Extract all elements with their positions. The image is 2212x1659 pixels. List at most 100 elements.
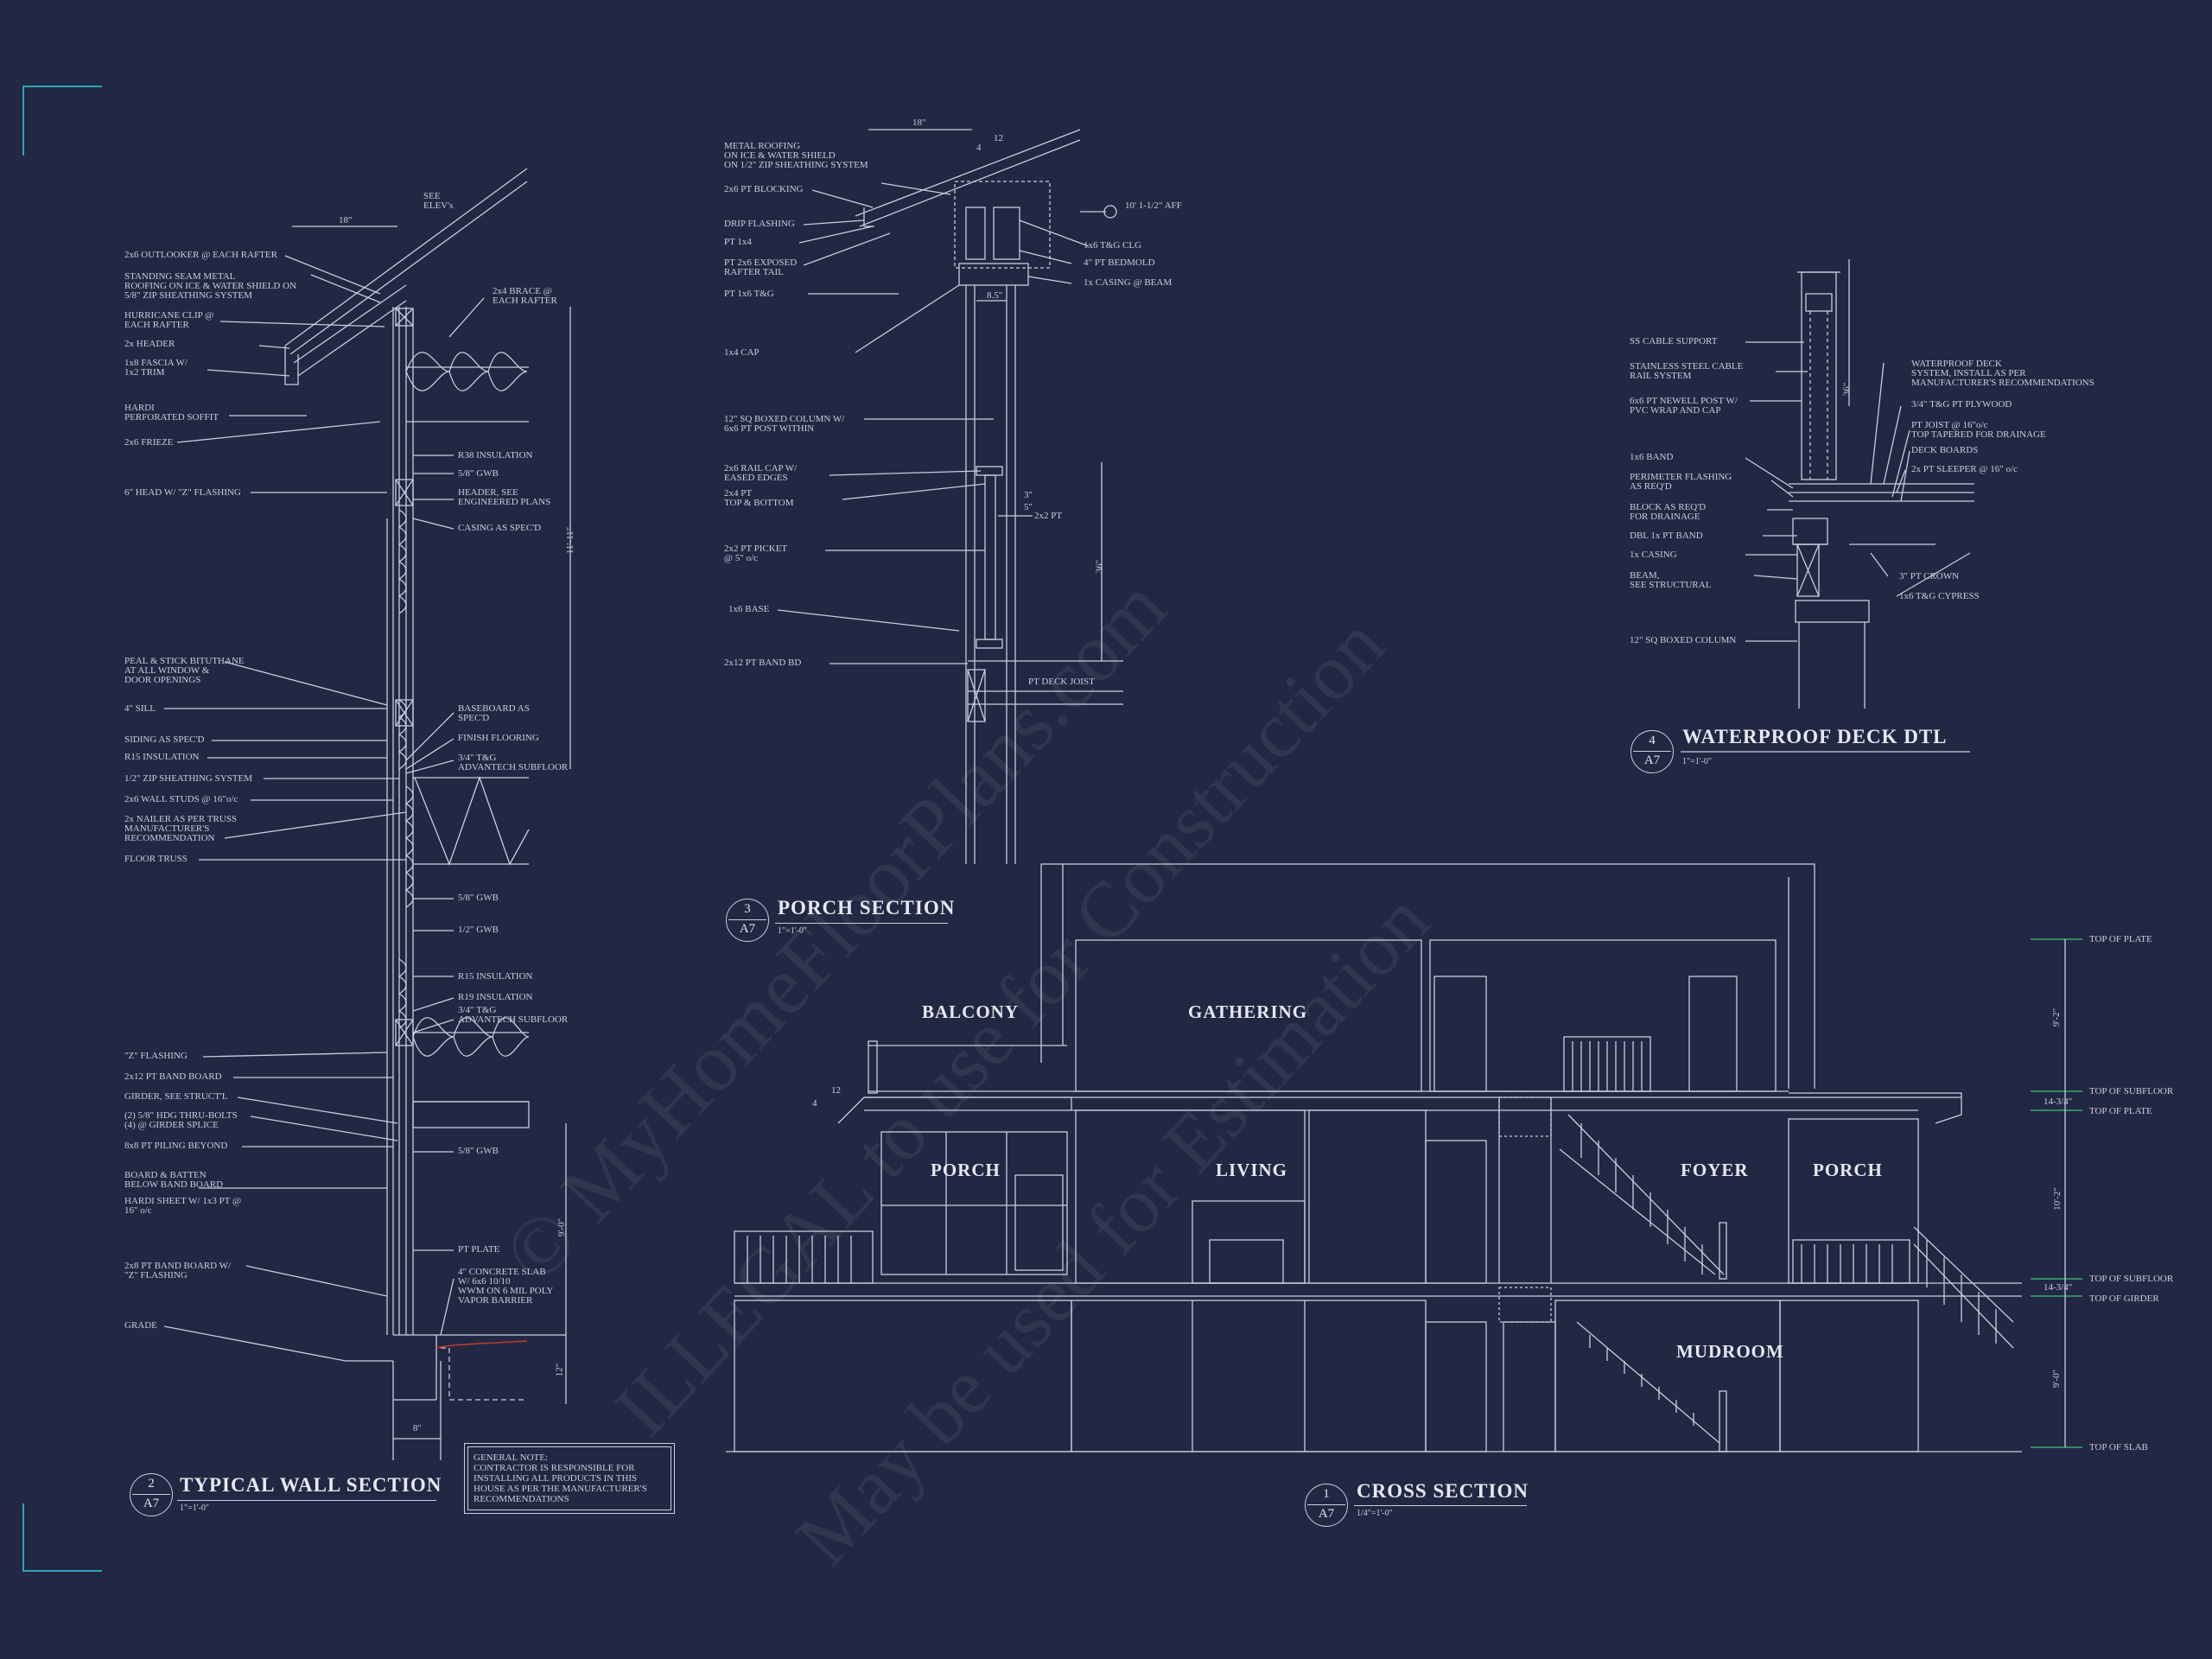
wall-label-z-flashing: "Z" FLASHING: [124, 1051, 188, 1061]
deck-detail-scale: 1"=1'-0": [1682, 757, 1712, 766]
porch-label-tg-clg: 1x6 T&G CLG: [1084, 240, 1142, 251]
cross-pitch-rise: 4: [812, 1098, 817, 1109]
deck-detail-bubble-divider: [1633, 751, 1671, 752]
wall-label-header-engineered: HEADER, SEE ENGINEERED PLANS: [458, 487, 551, 507]
wall-label-zip-sheathing: 1/2" ZIP SHEATHING SYSTEM: [124, 773, 253, 784]
corner-marks: [22, 86, 102, 1572]
wall-label-r19: R19 INSULATION: [458, 992, 533, 1002]
deck-detail-drawing: [1745, 259, 1974, 709]
porch-dim-rail-height: 36": [1094, 559, 1105, 574]
cross-pitch-run: 12: [831, 1085, 841, 1096]
wall-label-girder: GIRDER, SEE STRUCT'L: [124, 1091, 228, 1102]
wall-label-frieze: 2x6 FRIEZE: [124, 437, 174, 448]
level-top-of-plate-lower: TOP OF PLATE: [2089, 1106, 2152, 1116]
wall-label-studs: 2x6 WALL STUDS @ 16"o/c: [124, 794, 238, 804]
wall-section-title: TYPICAL WALL SECTION: [180, 1474, 442, 1496]
wall-dim-height-lower: 9'-0": [556, 1217, 568, 1237]
level-top-of-slab: TOP OF SLAB: [2089, 1442, 2148, 1452]
wall-label-gwb-half: 1/2" GWB: [458, 925, 499, 935]
porch-section-scale: 1"=1'-0": [778, 926, 807, 936]
level-top-of-subfloor-lower: TOP OF SUBFLOOR: [2089, 1274, 2174, 1284]
wall-label-hurricane-clip: HURRICANE CLIP @ EACH RAFTER: [124, 310, 214, 330]
cross-section-bubble-divider: [1307, 1504, 1345, 1505]
porch-section-bubble-divider: [728, 919, 766, 920]
wall-label-head-flashing: 6" HEAD W/ "Z" FLASHING: [124, 487, 241, 498]
level-top-of-girder: TOP OF GIRDER: [2089, 1294, 2159, 1304]
deck-label-plywood: 3/4" T&G PT PLYWOOD: [1911, 399, 2012, 410]
deck-dim-rail-height: 36": [1841, 382, 1853, 397]
porch-label-cap: 1x4 CAP: [724, 347, 760, 358]
wall-dim-width: 8": [413, 1423, 422, 1433]
wall-label-baseboard: BASEBOARD AS SPEC'D: [458, 703, 530, 723]
room-label-foyer: FOYER: [1681, 1160, 1749, 1180]
general-note-text: GENERAL NOTE: CONTRACTOR IS RESPONSIBLE …: [467, 1446, 671, 1510]
porch-label-blocking: 2x6 PT BLOCKING: [724, 184, 804, 194]
wall-label-soffit: HARDI PERFORATED SOFFIT: [124, 403, 219, 423]
wall-label-subfloor-2: 3/4" T&G ADVANTECH SUBFLOOR: [458, 1005, 569, 1025]
deck-detail-title: WATERPROOF DECK DTL: [1682, 726, 1948, 747]
wall-label-r15-lower: R15 INSULATION: [458, 971, 533, 982]
wall-label-concrete-slab: 4" CONCRETE SLAB W/ 6x6 10/10 WWM ON 6 M…: [458, 1267, 554, 1306]
porch-label-band-bd: 2x12 PT BAND BD: [724, 658, 802, 668]
porch-label-bedmold: 4" PT BEDMOLD: [1084, 257, 1155, 268]
porch-dim-rail-gap: 3": [1024, 490, 1033, 500]
wall-label-sill: 4" SILL: [124, 703, 156, 714]
porch-label-drip-flashing: DRIP FLASHING: [724, 219, 795, 229]
porch-label-rail-cap: 2x6 RAIL CAP W/ EASED EDGES: [724, 463, 798, 483]
porch-section-number: 3: [744, 902, 751, 916]
porch-dim-pitch-rise: 4: [976, 143, 982, 153]
deck-label-cable-support: SS CABLE SUPPORT: [1630, 336, 1718, 346]
porch-label-2x4: 2x4 PT TOP & BOTTOM: [724, 488, 794, 508]
wall-label-gwb-1: 5/8" GWB: [458, 468, 499, 479]
cross-section-title: CROSS SECTION: [1357, 1480, 1529, 1502]
deck-label-joist: PT JOIST @ 16"o/c TOP TAPERED FOR DRAINA…: [1911, 420, 2046, 440]
porch-section-sheet: A7: [739, 922, 756, 936]
wall-section-drawing: [163, 168, 571, 1460]
deck-label-sleeper: 2x PT SLEEPER @ 16" o/c: [1911, 464, 2018, 474]
deck-label-perimeter-flashing: PERIMETER FLASHING AS REQ'D: [1630, 472, 1732, 492]
wall-section-bubble-divider: [132, 1494, 170, 1495]
wall-section-sheet: A7: [143, 1497, 160, 1510]
wall-label-floor-truss: FLOOR TRUSS: [124, 854, 188, 864]
wall-label-gwb-2: 5/8" GWB: [458, 893, 499, 903]
porch-dim-pitch-run: 12: [994, 133, 1003, 143]
deck-label-block: BLOCK AS REQ'D FOR DRAINAGE: [1630, 502, 1707, 522]
porch-section-title: PORCH SECTION: [778, 897, 956, 918]
cross-section-title-underline: [1354, 1505, 1527, 1506]
level-dim-floor-upper: 14-3/4": [2044, 1096, 2073, 1107]
deck-label-deck-boards: DECK BOARDS: [1911, 445, 1979, 455]
deck-label-casing: 1x CASING: [1630, 550, 1677, 560]
wall-label-hardi-sheet: HARDI SHEET W/ 1x3 PT @ 16" o/c: [124, 1196, 242, 1216]
wall-label-piling: 8x8 PT PILING BEYOND: [124, 1141, 228, 1151]
wall-section-bubble: 2 A7: [130, 1473, 173, 1516]
wall-label-header: 2x HEADER: [124, 339, 175, 349]
room-label-living: LIVING: [1216, 1160, 1288, 1180]
wall-label-brace: 2x4 BRACE @ EACH RAFTER: [493, 286, 557, 306]
cross-section-number: 1: [1323, 1487, 1330, 1501]
porch-label-aff: 10' 1-1/2" AFF: [1125, 200, 1182, 211]
deck-label-column: 12" SQ BOXED COLUMN: [1630, 635, 1737, 645]
porch-label-base: 1x6 BASE: [728, 604, 770, 614]
wall-label-casing: CASING AS SPEC'D: [458, 523, 542, 533]
porch-dim-column: 8.5": [987, 290, 1003, 301]
deck-detail-number: 4: [1649, 734, 1656, 747]
wall-dim-height-upper: 11'-11": [565, 526, 576, 555]
deck-detail-bubble: 4 A7: [1630, 730, 1674, 773]
porch-label-picket: 2x2 PT PICKET @ 5" o/c: [724, 543, 788, 563]
porch-label-casing-beam: 1x CASING @ BEAM: [1084, 277, 1173, 288]
porch-label-pt-tg: PT 1x6 T&G: [724, 289, 774, 299]
wall-label-fascia: 1x8 FASCIA W/ 1x2 TRIM: [124, 358, 188, 378]
porch-section-bubble: 3 A7: [726, 899, 769, 942]
room-label-mudroom: MUDROOM: [1676, 1341, 1784, 1362]
level-dim-main: 10'-2": [2051, 1187, 2063, 1211]
porch-dim-overhang: 18": [912, 118, 926, 128]
wall-section-scale: 1"=1'-0": [180, 1503, 209, 1513]
wall-section-leaders-left: [163, 255, 407, 1362]
porch-section-drawing: [777, 129, 1123, 864]
cross-section-drawing: [726, 863, 2082, 1452]
general-note-box: GENERAL NOTE: CONTRACTOR IS RESPONSIBLE …: [464, 1443, 675, 1514]
wall-label-grade: GRADE: [124, 1320, 157, 1331]
wall-label-band-board: 2x12 PT BAND BOARD: [124, 1071, 222, 1082]
